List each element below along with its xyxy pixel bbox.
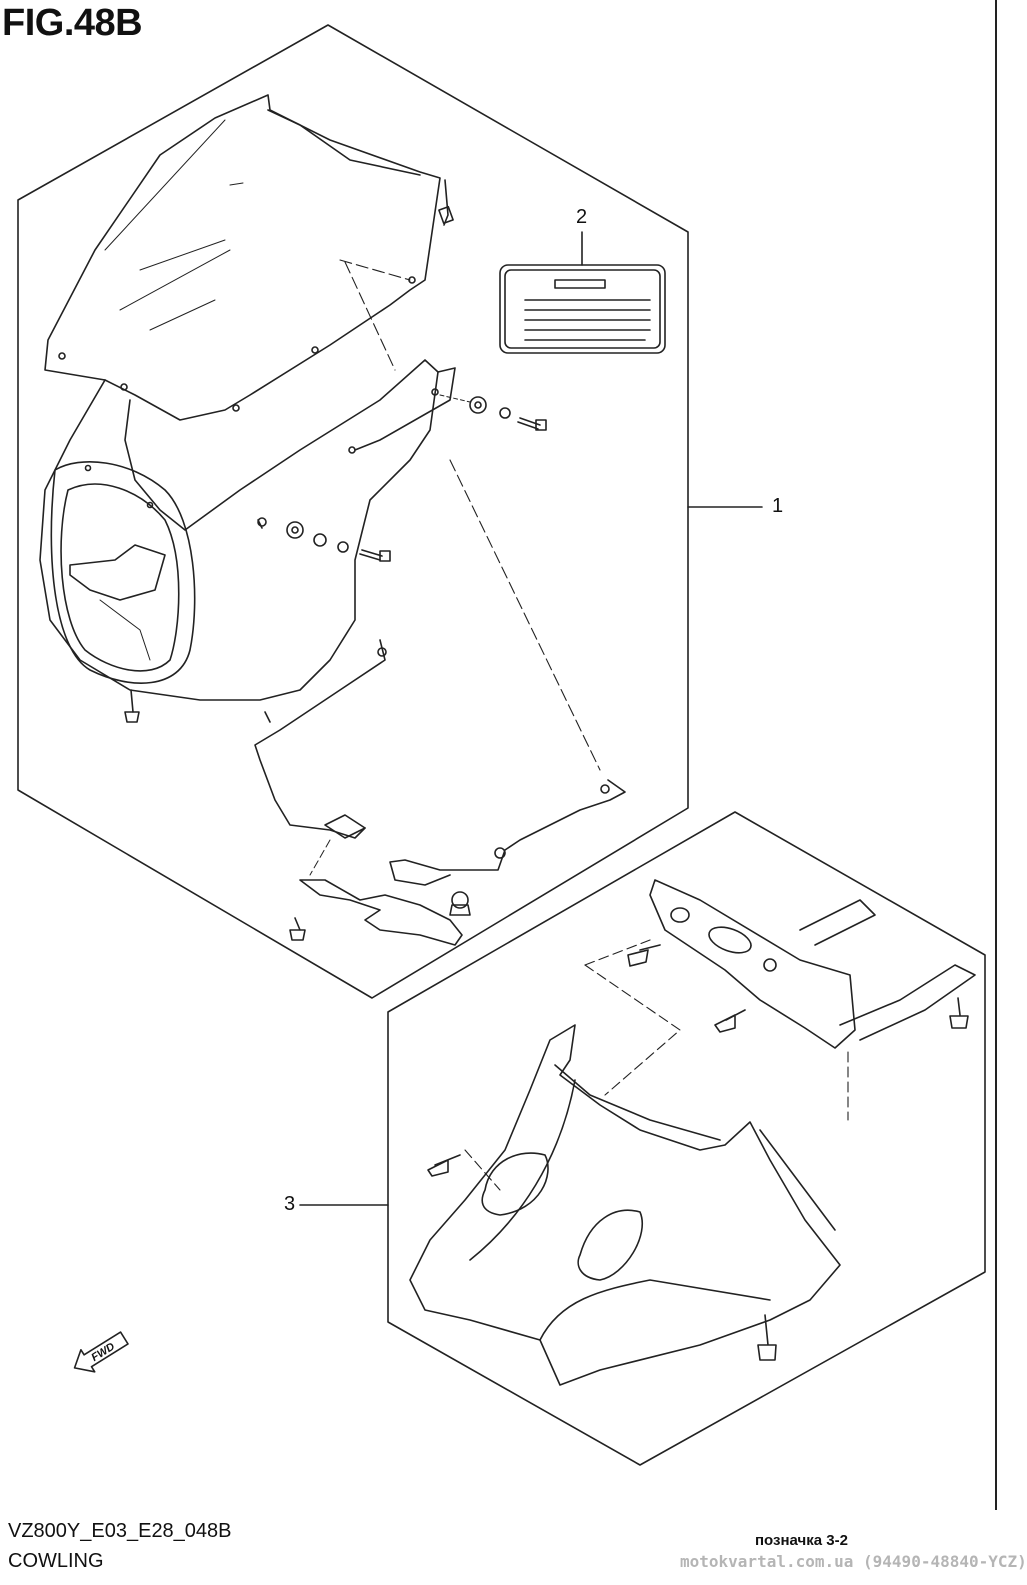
under-cowl-bracket xyxy=(627,879,976,1049)
windscreen xyxy=(44,94,454,421)
model-code: VZ800Y_E03_E28_048B xyxy=(8,1520,232,1542)
reference-note: позначка 3-2 xyxy=(755,1532,848,1549)
under-cowling xyxy=(409,1024,841,1386)
assembly-boundary-upper xyxy=(17,24,689,999)
mounting-stay-right xyxy=(389,779,626,886)
parts-diagram: FWD xyxy=(17,24,986,1466)
fastener-set-lower xyxy=(257,517,391,562)
mounting-stay-left xyxy=(254,639,387,839)
assembly-boundary-lower xyxy=(387,811,986,1466)
caution-label xyxy=(499,264,666,354)
screw-cowling-bottom xyxy=(124,689,140,723)
section-name: COWLING xyxy=(8,1550,104,1572)
callout-2: 2 xyxy=(576,206,588,228)
watermark-text: motokvartal.com.ua (94490-48840-YCZ) xyxy=(680,1552,1027,1571)
relation-lines-lower xyxy=(464,939,849,1191)
page-border-right xyxy=(995,0,997,1510)
figure-title: FIG.48B xyxy=(2,2,143,44)
callout-1: 1 xyxy=(772,495,784,517)
bracket-lower-upper-kit xyxy=(289,839,471,946)
fwd-arrow-icon: FWD xyxy=(73,1331,129,1373)
fastener-set-upper xyxy=(439,394,547,431)
upper-cowling xyxy=(39,359,456,701)
callout-3: 3 xyxy=(284,1193,296,1215)
relation-lines-upper xyxy=(339,259,601,771)
